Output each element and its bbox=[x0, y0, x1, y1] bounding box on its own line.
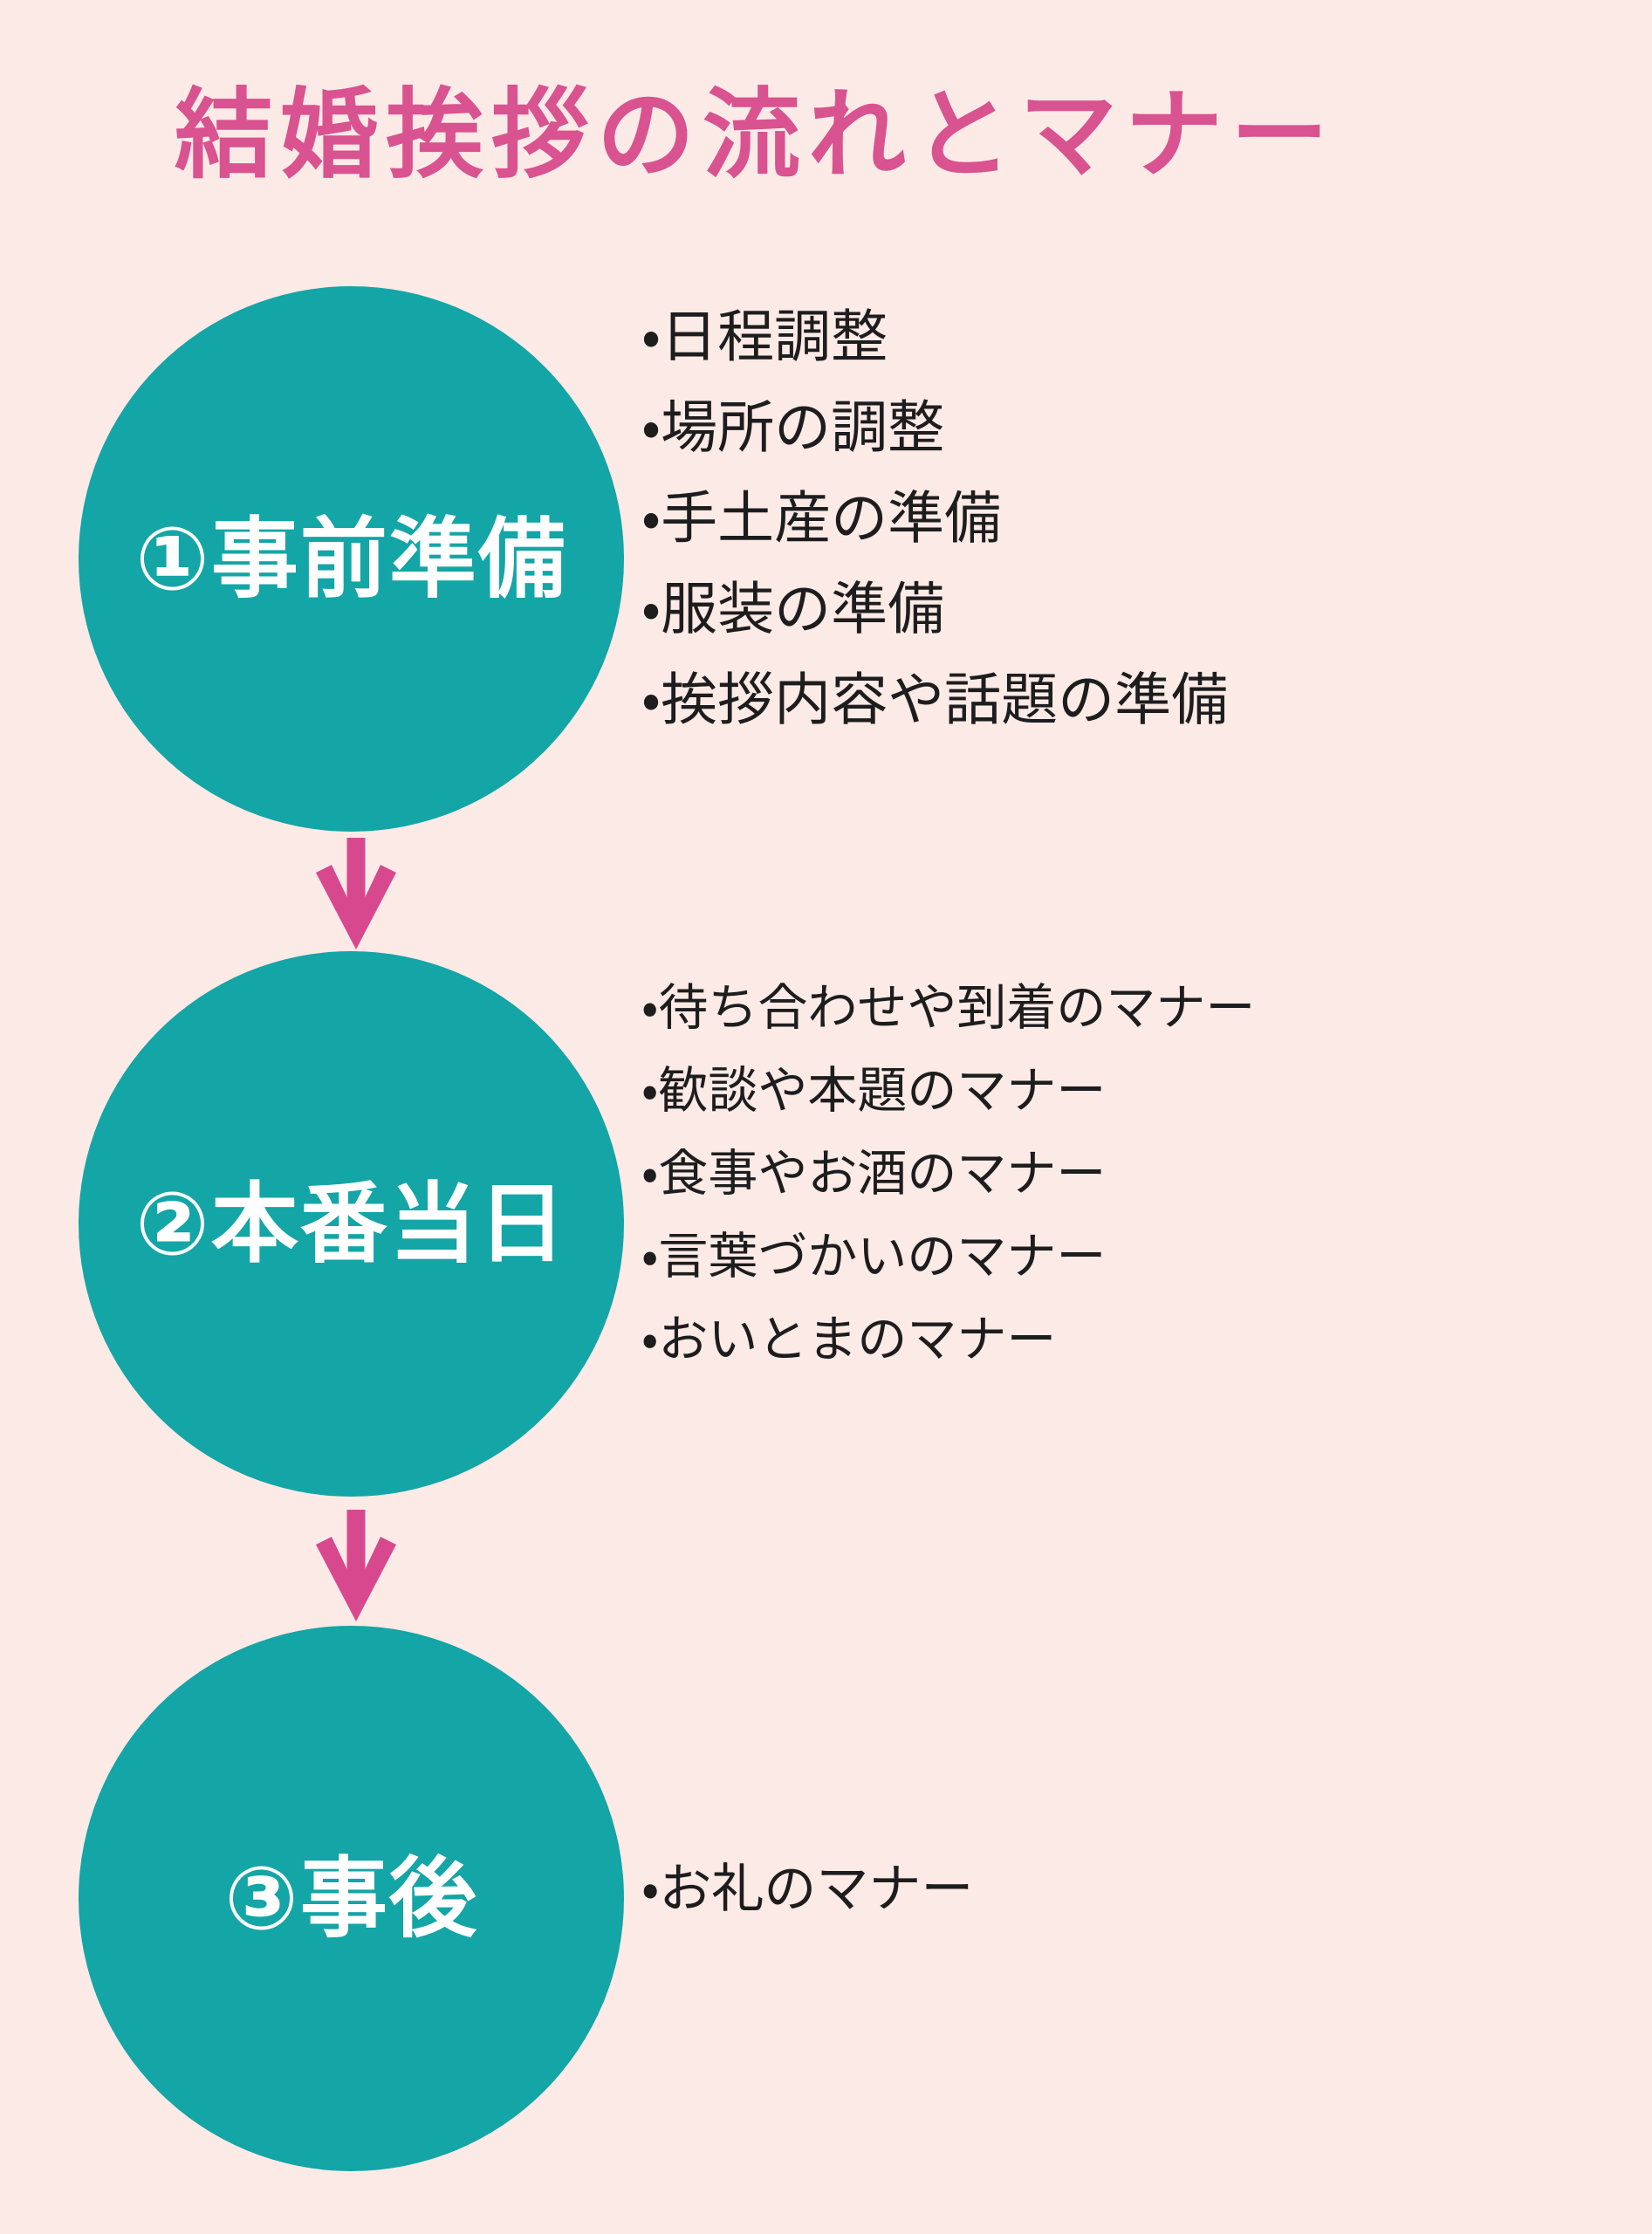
list-item: ・日程調整 bbox=[641, 305, 888, 370]
step-3-label: ③事後 bbox=[224, 1847, 478, 1950]
step-circle-3: ③事後 bbox=[79, 1626, 624, 2171]
step-2-items: ・待ち合わせや到着のマナー ・歓談や本題のマナー ・食事やお酒のマナー ・言葉づ… bbox=[641, 967, 1255, 1381]
down-arrow-icon bbox=[316, 1510, 396, 1621]
step-3-items: ・お礼のマナー bbox=[641, 1859, 973, 1920]
list-item: ・食事やお酒のマナー bbox=[641, 1145, 1107, 1203]
list-item: ・服装の準備 bbox=[641, 577, 945, 642]
list-item: ・待ち合わせや到着のマナー bbox=[641, 979, 1256, 1037]
list-item: ・場所の調整 bbox=[641, 395, 945, 461]
list-item: ・言葉づかいのマナー bbox=[641, 1228, 1107, 1285]
list-item: ・挨拶内容や話題の準備 bbox=[641, 668, 1229, 733]
step-circle-1: ①事前準備 bbox=[79, 286, 624, 832]
step-2-label: ②本番当日 bbox=[135, 1172, 567, 1275]
list-item: ・お礼のマナー bbox=[641, 1859, 974, 1920]
step-1-items: ・日程調整 ・場所の調整 ・手土産の準備 ・服装の準備 ・挨拶内容や話題の準備 bbox=[641, 292, 1228, 746]
down-arrow-icon bbox=[316, 838, 396, 949]
list-item: ・歓談や本題のマナー bbox=[641, 1062, 1107, 1120]
step-circle-2: ②本番当日 bbox=[79, 951, 624, 1497]
page-title: 結婚挨拶の流れとマナー bbox=[175, 79, 1336, 192]
step-1-label: ①事前準備 bbox=[135, 507, 567, 610]
list-item: ・手土産の準備 bbox=[641, 486, 1002, 552]
list-item: ・おいとまのマナー bbox=[641, 1311, 1057, 1368]
